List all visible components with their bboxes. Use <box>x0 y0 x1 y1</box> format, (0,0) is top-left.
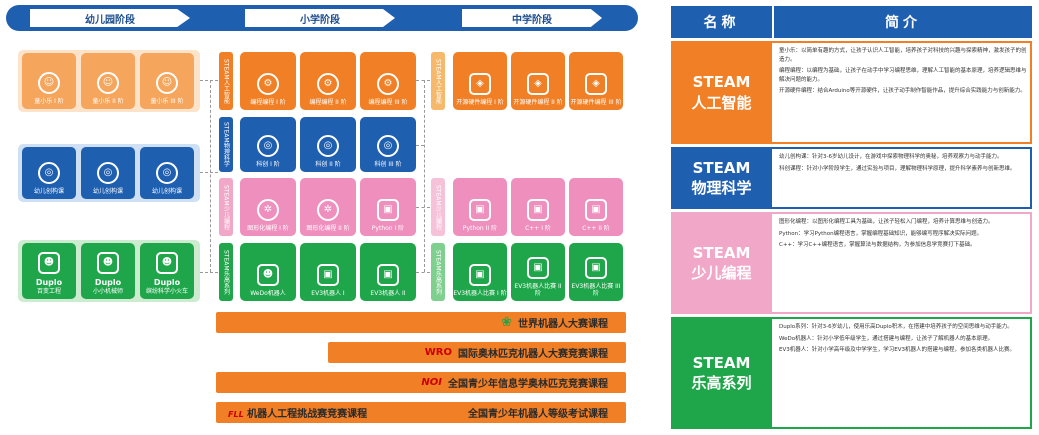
stage-kindergarten: 幼儿园阶段 <box>30 9 190 27</box>
ai-primary-tile-2: ⚙编程编程 II 阶 <box>300 52 356 110</box>
panda-icon: ☺ <box>156 71 178 94</box>
hardware-icon: ◈ <box>585 72 607 95</box>
connector-line <box>200 80 218 81</box>
row-desc-phys: 幼儿创构课：针对3-6岁幼儿设计，在游戏中探索物理科学的奥秘，培养观察力与动手能… <box>779 154 1016 172</box>
atom-icon: ✲ <box>317 198 339 221</box>
code-middle-label: STEAM少儿编程 <box>431 178 445 236</box>
atom-icon: ◎ <box>257 134 279 157</box>
stage-middle: 中学阶段 <box>462 9 602 27</box>
atom-icon: ◎ <box>377 134 399 157</box>
connector-line <box>424 80 425 272</box>
code-middle-tile-2: ▣C++ I 阶 <box>511 178 565 236</box>
lego-primary-tile-3: ▣EV3机器人 II <box>360 243 416 301</box>
competition-bar-1: ❀世界机器人大赛课程 <box>216 312 626 333</box>
robot-icon: ☻ <box>97 252 119 275</box>
fll-logo: FLL <box>228 410 244 419</box>
gear-icon: ⚙ <box>257 72 279 95</box>
chip-icon: ▣ <box>317 263 339 286</box>
lego-middle-tile-2: ▣EV3机器人比赛 II 阶 <box>511 243 565 301</box>
connector-line <box>416 207 430 208</box>
ai-middle-label: STEAM人工智能 <box>431 52 445 110</box>
panda-icon: ☺ <box>97 71 119 94</box>
ai-primary-tile-3: ⚙编程编程 III 阶 <box>360 52 416 110</box>
chip-icon: ▣ <box>585 256 607 279</box>
lego-middle-tile-1: ▣EV3机器人比赛 I 阶 <box>453 243 507 301</box>
ai-kinder-tile-2: ☺童小乐 II 阶 <box>81 53 135 109</box>
phys-primary-tile-1: ◎科创 I 阶 <box>240 117 296 172</box>
gear-icon: ⚙ <box>377 72 399 95</box>
compass-icon: ◎ <box>38 161 60 184</box>
connector-line <box>210 80 211 272</box>
lego-middle-tile-3: ▣EV3机器人比赛 III 阶 <box>569 243 623 301</box>
robot-icon: ☻ <box>257 263 279 286</box>
noi-logo: NOI <box>421 377 442 388</box>
phys-kinder-tile-1: ◎幼儿创构课 <box>22 147 76 199</box>
row-desc-ai: 童小乐：以简单有趣的方式，让孩子认识人工智能，培养孩子对科技的兴趣与探索精神，激… <box>779 48 1027 95</box>
ai-primary-label: STEAM人工智能 <box>219 52 233 110</box>
lego-primary-tile-2: ▣EV3机器人 I <box>300 243 356 301</box>
panda-icon: ☺ <box>38 71 60 94</box>
ai-middle-tile-1: ◈开源硬件编程 I 阶 <box>453 52 507 110</box>
phys-primary-label: STEAM物理科学 <box>219 117 233 172</box>
table-header-name: 名称 <box>671 6 772 38</box>
phys-kinder-tile-2: ◎幼儿创构课 <box>81 147 135 199</box>
competition-bar-4: FLL 机器人工程挑战赛竞赛课程全国青少年机器人等级考试课程 <box>216 402 626 423</box>
ai-kinder-tile-1: ☺童小乐 I 阶 <box>22 53 76 109</box>
wro-logo: WRO <box>424 347 452 358</box>
code-middle-tile-3: ▣C++ II 阶 <box>569 178 623 236</box>
chip-icon: ▣ <box>469 198 491 221</box>
robot-mascot-icon: ❀ <box>501 315 512 330</box>
chip-icon: ▣ <box>377 198 399 221</box>
lego-primary-tile-1: ☻WeDo机器人 <box>240 243 296 301</box>
chip-icon: ▣ <box>527 256 549 279</box>
ai-primary-tile-1: ⚙编程编程 I 阶 <box>240 52 296 110</box>
ai-middle-tile-2: ◈开源硬件编程 II 阶 <box>511 52 565 110</box>
connector-line <box>200 272 218 273</box>
table-header-desc: 简介 <box>774 6 1032 38</box>
connector-line <box>200 172 218 173</box>
code-middle-tile-1: ▣Python II 阶 <box>453 178 507 236</box>
phys-kinder-tile-3: ◎幼儿创构课 <box>140 147 194 199</box>
hardware-icon: ◈ <box>527 72 549 95</box>
robot-icon: ☻ <box>156 252 178 275</box>
atom-icon: ✲ <box>257 198 279 221</box>
phys-primary-tile-2: ◎科创 II 阶 <box>300 117 356 172</box>
gear-icon: ⚙ <box>317 72 339 95</box>
chip-icon: ▣ <box>377 263 399 286</box>
row-desc-lego: Duplo系列：针对3-6岁幼儿，使用乐高Duplo积木，在搭建中培养孩子的空间… <box>779 324 1015 354</box>
chip-icon: ▣ <box>585 198 607 221</box>
atom-icon: ◎ <box>317 134 339 157</box>
code-primary-label: STEAM少儿编程 <box>219 178 233 236</box>
compass-icon: ◎ <box>156 161 178 184</box>
code-primary-tile-2: ✲图形化编程 II 阶 <box>300 178 356 236</box>
connector-line <box>416 145 424 146</box>
compass-icon: ◎ <box>97 161 119 184</box>
stage-primary: 小学阶段 <box>245 9 395 27</box>
ai-middle-tile-3: ◈开源硬件编程 III 阶 <box>569 52 623 110</box>
row-desc-code: 图形化编程：以图形化编程工具为基础，让孩子轻松入门编程，培养计算思维与创造力。 … <box>779 219 994 249</box>
connector-line <box>416 80 430 81</box>
hardware-icon: ◈ <box>469 72 491 95</box>
connector-line <box>416 272 430 273</box>
code-primary-tile-1: ✲图形化编程 I 阶 <box>240 178 296 236</box>
chip-icon: ▣ <box>527 198 549 221</box>
lego-primary-label: STEAM乐高系列 <box>219 243 233 301</box>
robot-icon: ☻ <box>38 252 60 275</box>
code-primary-tile-3: ▣Python I 阶 <box>360 178 416 236</box>
chip-icon: ▣ <box>469 263 491 286</box>
ai-kinder-tile-3: ☺童小乐 III 阶 <box>140 53 194 109</box>
lego-middle-label: STEAM乐高系列 <box>431 243 445 301</box>
phys-primary-tile-3: ◎科创 III 阶 <box>360 117 416 172</box>
